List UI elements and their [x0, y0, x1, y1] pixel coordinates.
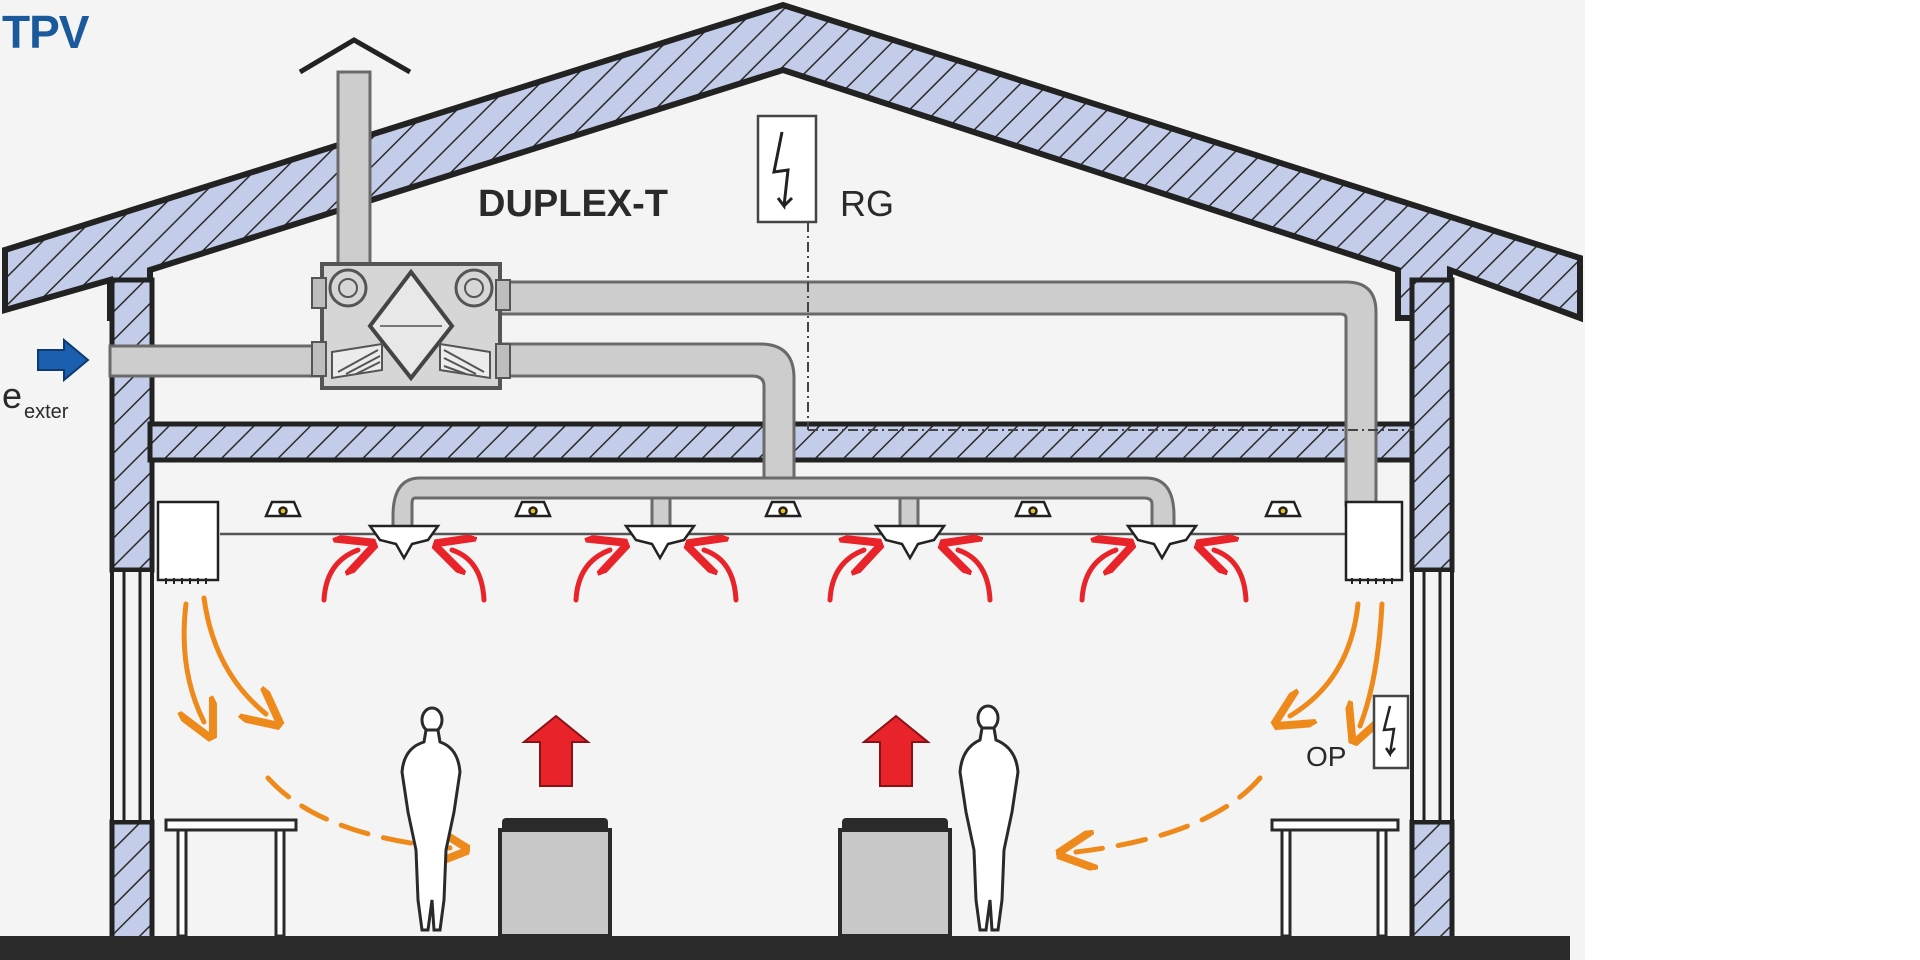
ceiling-light-icon — [764, 500, 802, 518]
floor-heater — [498, 818, 612, 938]
arrow-right-icon — [37, 337, 90, 383]
right-wall-unit — [1344, 500, 1404, 584]
heat-recovery-unit — [311, 262, 511, 390]
exterior-sub-label: exter — [24, 401, 69, 423]
left-window — [110, 568, 154, 824]
return-air-arrows — [321, 550, 1249, 603]
duct-network — [108, 70, 1378, 542]
lightning-bolt-icon — [1382, 705, 1396, 758]
floor-heater — [838, 818, 952, 938]
operator-panel-label: OP — [1306, 741, 1346, 772]
left-wall-lower — [109, 819, 155, 943]
heat-rise-arrow — [521, 714, 591, 787]
person-figure-left — [400, 706, 462, 932]
chimney-cap-icon — [298, 37, 412, 75]
right-window — [1410, 568, 1454, 824]
exhaust-chimney — [336, 70, 372, 266]
supply-air-flow-arrows — [184, 595, 1382, 852]
supply-diffuser — [623, 524, 697, 561]
transfer-grilles — [264, 500, 1302, 518]
ceiling-light-icon — [1014, 500, 1052, 518]
lightning-bolt-icon — [772, 131, 794, 210]
left-wall — [109, 277, 155, 573]
regulator-device — [756, 114, 818, 224]
right-wall-lower — [1409, 819, 1455, 943]
unit-name: DUPLEX-T — [478, 183, 668, 225]
regulator-label: RG — [840, 183, 894, 224]
ceiling-light-icon — [1264, 500, 1302, 518]
heat-rise-arrow — [861, 714, 931, 787]
person-figure-right — [958, 704, 1020, 932]
ceiling-light-icon — [264, 500, 302, 518]
left-table — [164, 818, 298, 938]
right-table — [1270, 818, 1400, 938]
fan-left-icon — [328, 268, 368, 308]
outdoor-intake-duct — [108, 344, 322, 378]
right-wall — [1409, 277, 1455, 573]
left-wall-unit — [156, 500, 220, 584]
ceiling-light-icon — [514, 500, 552, 518]
ground-floor — [0, 936, 1570, 960]
fan-right-icon — [454, 268, 494, 308]
exterior-label: e — [2, 375, 22, 416]
supply-manifold — [391, 476, 1176, 542]
brand-logo: TPV — [2, 6, 90, 58]
operator-panel — [1372, 694, 1410, 770]
